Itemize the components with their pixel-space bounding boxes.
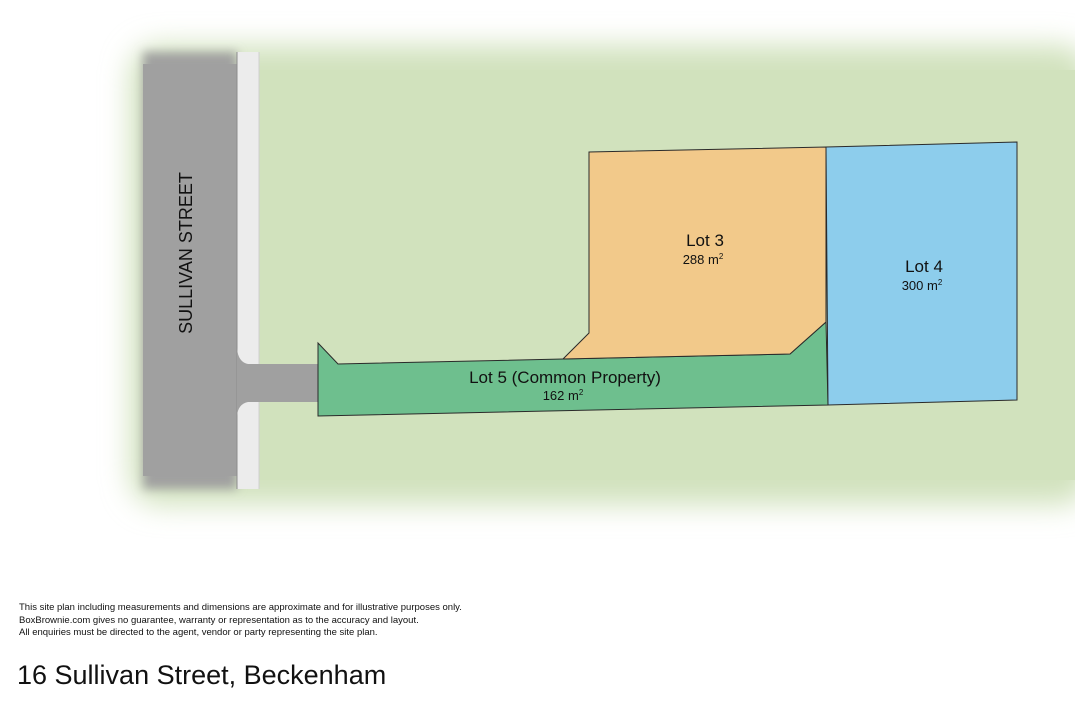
disclaimer-line-1: This site plan including measurements an…	[19, 602, 462, 613]
street-name-label: SULLIVAN STREET	[176, 172, 196, 334]
lot4-shape	[825, 141, 1018, 406]
lot4-area-value: 300 m	[902, 278, 938, 293]
disclaimer-line-3: All enquiries must be directed to the ag…	[19, 627, 378, 638]
disclaimer-line-2: BoxBrownie.com gives no guarantee, warra…	[19, 614, 419, 626]
street	[143, 52, 318, 489]
lot4-area: 300 m2	[902, 278, 943, 293]
lot3-name: Lot 3	[686, 231, 724, 250]
property-address-title: 16 Sullivan Street, Beckenham	[17, 660, 387, 690]
footpath	[237, 52, 259, 489]
lot3-area-value: 288 m	[683, 252, 719, 267]
lot5-label: Lot 5 (Common Property) 162 m2	[469, 368, 661, 403]
lot5-name: Lot 5 (Common Property)	[469, 368, 661, 387]
driveway-crossover	[237, 348, 318, 416]
lot3-label: Lot 3 288 m2	[683, 231, 724, 267]
lot4-label: Lot 4 300 m2	[902, 257, 943, 293]
road-core	[143, 64, 237, 476]
lot5-area: 162 m2	[543, 388, 584, 403]
lot4-area-sup: 2	[938, 278, 943, 287]
lot3-area: 288 m2	[683, 252, 724, 267]
disclaimer-text: This site plan including measurements an…	[19, 602, 719, 640]
lot5-area-value: 162 m	[543, 388, 579, 403]
lot4-name: Lot 4	[905, 257, 943, 276]
lot5-area-sup: 2	[579, 388, 584, 397]
lot3-area-sup: 2	[719, 252, 724, 261]
